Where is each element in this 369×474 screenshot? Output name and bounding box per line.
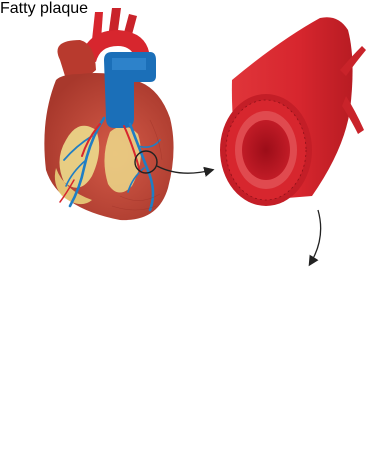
artery-healthy — [220, 17, 366, 206]
arrow-down — [310, 210, 321, 264]
lumen — [242, 120, 290, 180]
heart-illustration — [44, 8, 173, 220]
